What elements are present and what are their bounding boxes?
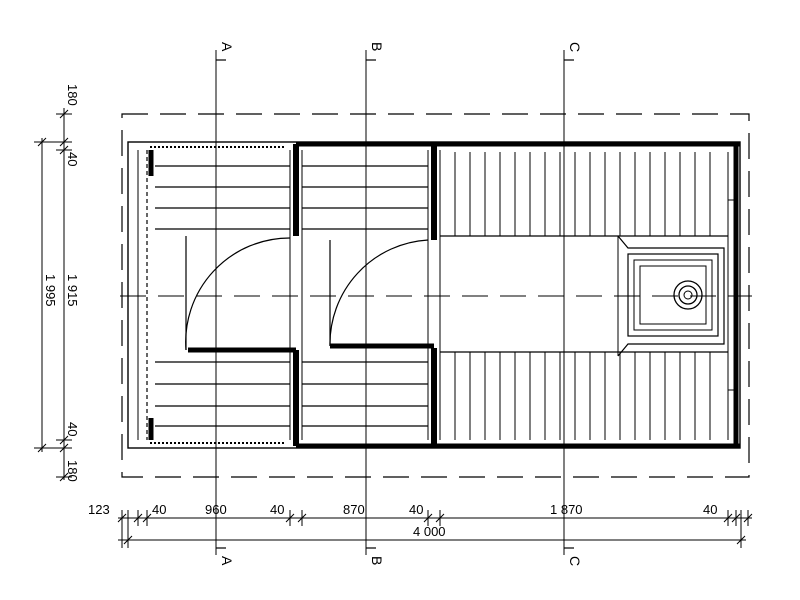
dim-left-180-bottom: 180	[65, 460, 80, 482]
section-b-bottom-label: B	[369, 556, 385, 565]
veranda-railing	[150, 146, 284, 444]
sauna-bench-top	[440, 152, 728, 237]
dim-left-180-top: 180	[65, 84, 80, 106]
dim-bottom-1870: 1 870	[550, 502, 583, 517]
dim-left-1915: 1 915	[65, 274, 80, 307]
dim-bottom-960: 960	[205, 502, 227, 517]
sauna-stove	[617, 199, 736, 391]
section-line-b	[365, 50, 376, 555]
bottom-dimension-lines	[117, 510, 753, 548]
dim-bottom-123: 123	[88, 502, 110, 517]
section-c-top-label: C	[567, 42, 583, 52]
section-a-bottom-label: A	[219, 556, 235, 566]
dim-bottom-40-d: 40	[703, 502, 717, 517]
section-line-c	[563, 50, 574, 555]
dim-left-1995: 1 995	[43, 274, 58, 307]
dim-bottom-870: 870	[343, 502, 365, 517]
veranda-deck-boards	[155, 165, 290, 427]
door-swings	[185, 236, 429, 351]
dim-left-40-top: 40	[65, 152, 80, 166]
section-line-a	[215, 50, 226, 555]
dim-left-40-bottom: 40	[65, 422, 80, 436]
outer-walls	[127, 141, 741, 449]
left-dimension-lines	[34, 108, 72, 482]
dim-bottom-40-c: 40	[409, 502, 423, 517]
dim-bottom-40-b: 40	[270, 502, 284, 517]
interior-walls	[188, 144, 441, 446]
sauna-bench-bottom	[440, 351, 728, 440]
dim-bottom-40-a: 40	[152, 502, 166, 517]
section-b-top-label: B	[369, 42, 385, 51]
section-a-top-label: A	[219, 42, 235, 52]
section-c-bottom-label: C	[567, 556, 583, 566]
dressing-room-boards	[302, 165, 428, 427]
dim-bottom-total: 4 000	[413, 524, 446, 539]
